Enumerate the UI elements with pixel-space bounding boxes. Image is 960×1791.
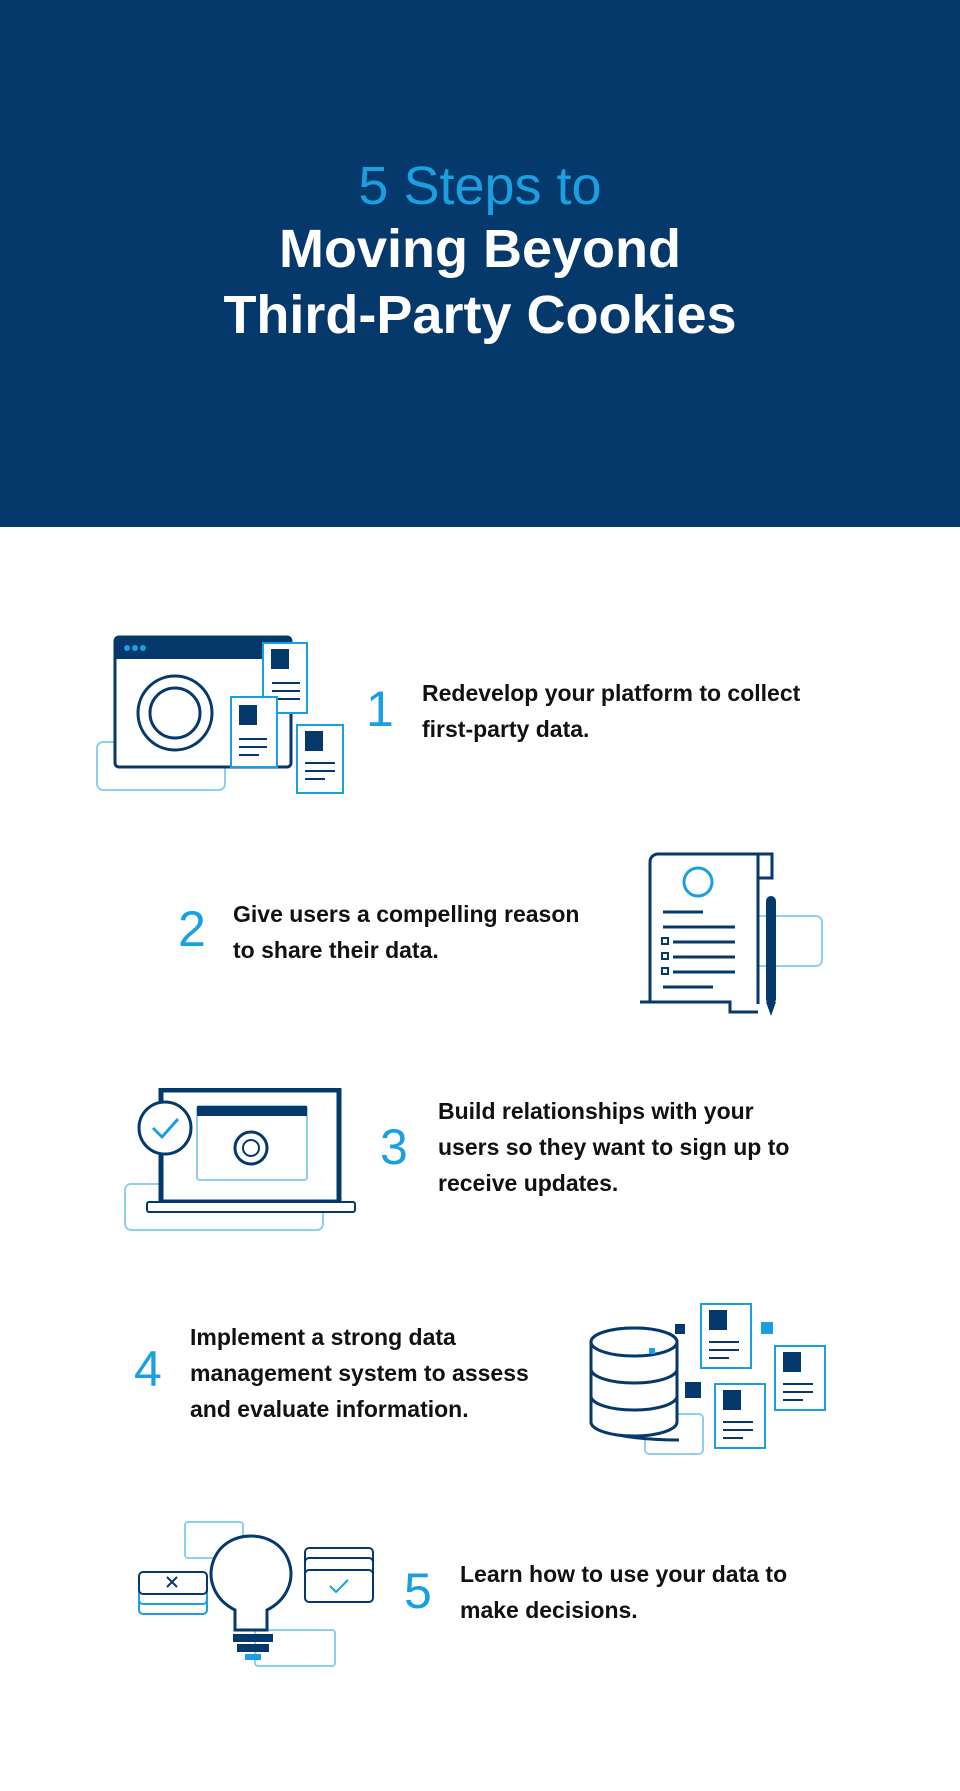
laptop-settings-icon — [124, 1088, 356, 1231]
step-3-line: users so they want to sign up to — [438, 1134, 790, 1160]
step-2-line: Give users a compelling reason — [233, 901, 580, 927]
step-1-line: Redevelop your platform to collect — [422, 680, 801, 706]
step-4-line: and evaluate information. — [190, 1396, 469, 1422]
step-3-number: 3 — [380, 1119, 408, 1175]
step-4-text: Implement a strong data management syste… — [190, 1319, 529, 1427]
subtitle: 5 Steps to — [358, 156, 602, 216]
step-1-number: 1 — [366, 681, 394, 737]
step-4-number: 4 — [134, 1341, 162, 1397]
platform-gear-icon — [96, 635, 344, 794]
step-5-line: Learn how to use your data to — [460, 1561, 788, 1587]
title-line-1: Moving Beyond — [279, 219, 681, 279]
step-4-line: management system to assess — [190, 1360, 529, 1386]
document-pen-icon — [640, 852, 823, 1016]
step-4-line: Implement a strong data — [190, 1324, 456, 1350]
step-2-line: to share their data. — [233, 937, 439, 963]
step-2-number: 2 — [178, 901, 206, 957]
step-3-text: Build relationships with your users so t… — [438, 1093, 789, 1201]
step-5-number: 5 — [404, 1563, 432, 1619]
database-profiles-icon — [589, 1303, 826, 1455]
step-3-line: receive updates. — [438, 1170, 619, 1196]
step-3-line: Build relationships with your — [438, 1098, 754, 1124]
header-banner: 5 Steps to Moving Beyond Third-Party Coo… — [0, 0, 960, 527]
step-5-line: make decisions. — [460, 1597, 638, 1623]
step-5-text: Learn how to use your data to make decis… — [460, 1556, 787, 1628]
step-1-line: first-party data. — [422, 716, 590, 742]
lightbulb-decision-icon — [138, 1521, 374, 1667]
step-1-text: Redevelop your platform to collect first… — [422, 675, 800, 747]
title-line-2: Third-Party Cookies — [223, 285, 737, 345]
step-2-text: Give users a compelling reason to share … — [233, 896, 579, 968]
